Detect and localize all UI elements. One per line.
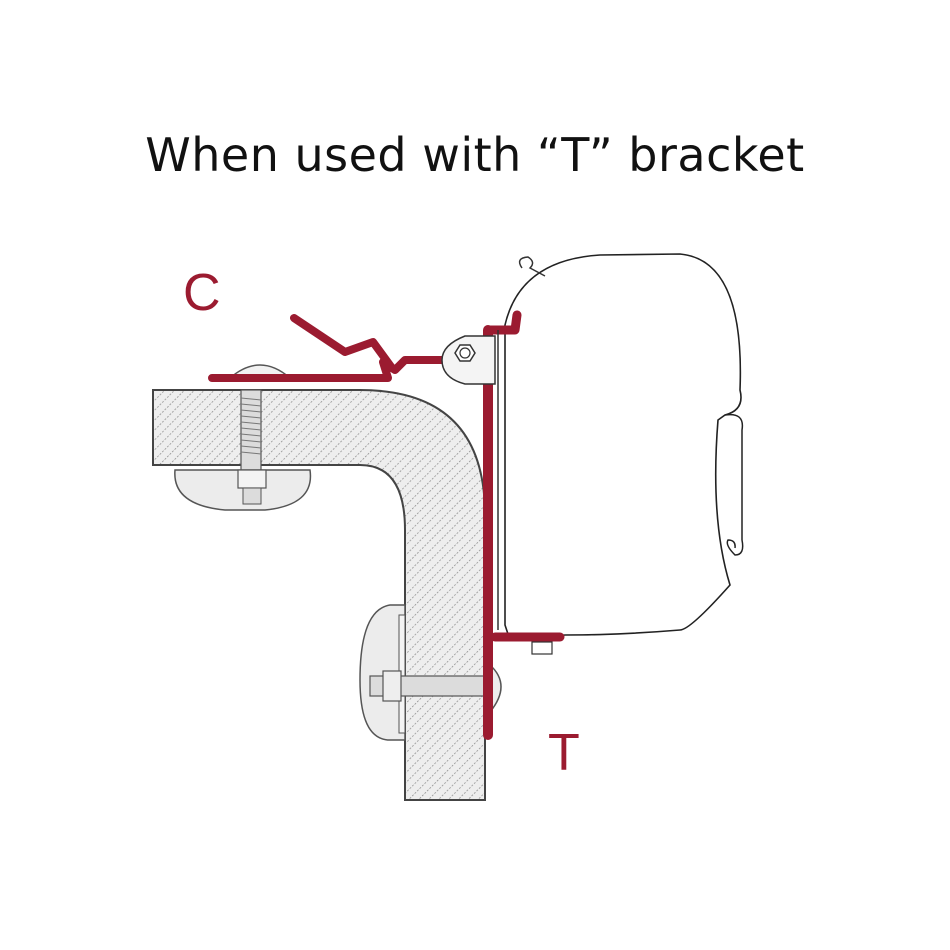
vehicle-wall-section [152, 389, 486, 801]
label-t: T [548, 724, 580, 782]
t-bracket [483, 310, 565, 740]
awning-cassette [504, 253, 742, 641]
top-bolt [174, 364, 312, 511]
diagram-title: When used with “T” bracket [145, 128, 805, 182]
label-c: C [183, 264, 221, 322]
c-bracket [208, 314, 449, 382]
hex-clamp [441, 330, 553, 655]
